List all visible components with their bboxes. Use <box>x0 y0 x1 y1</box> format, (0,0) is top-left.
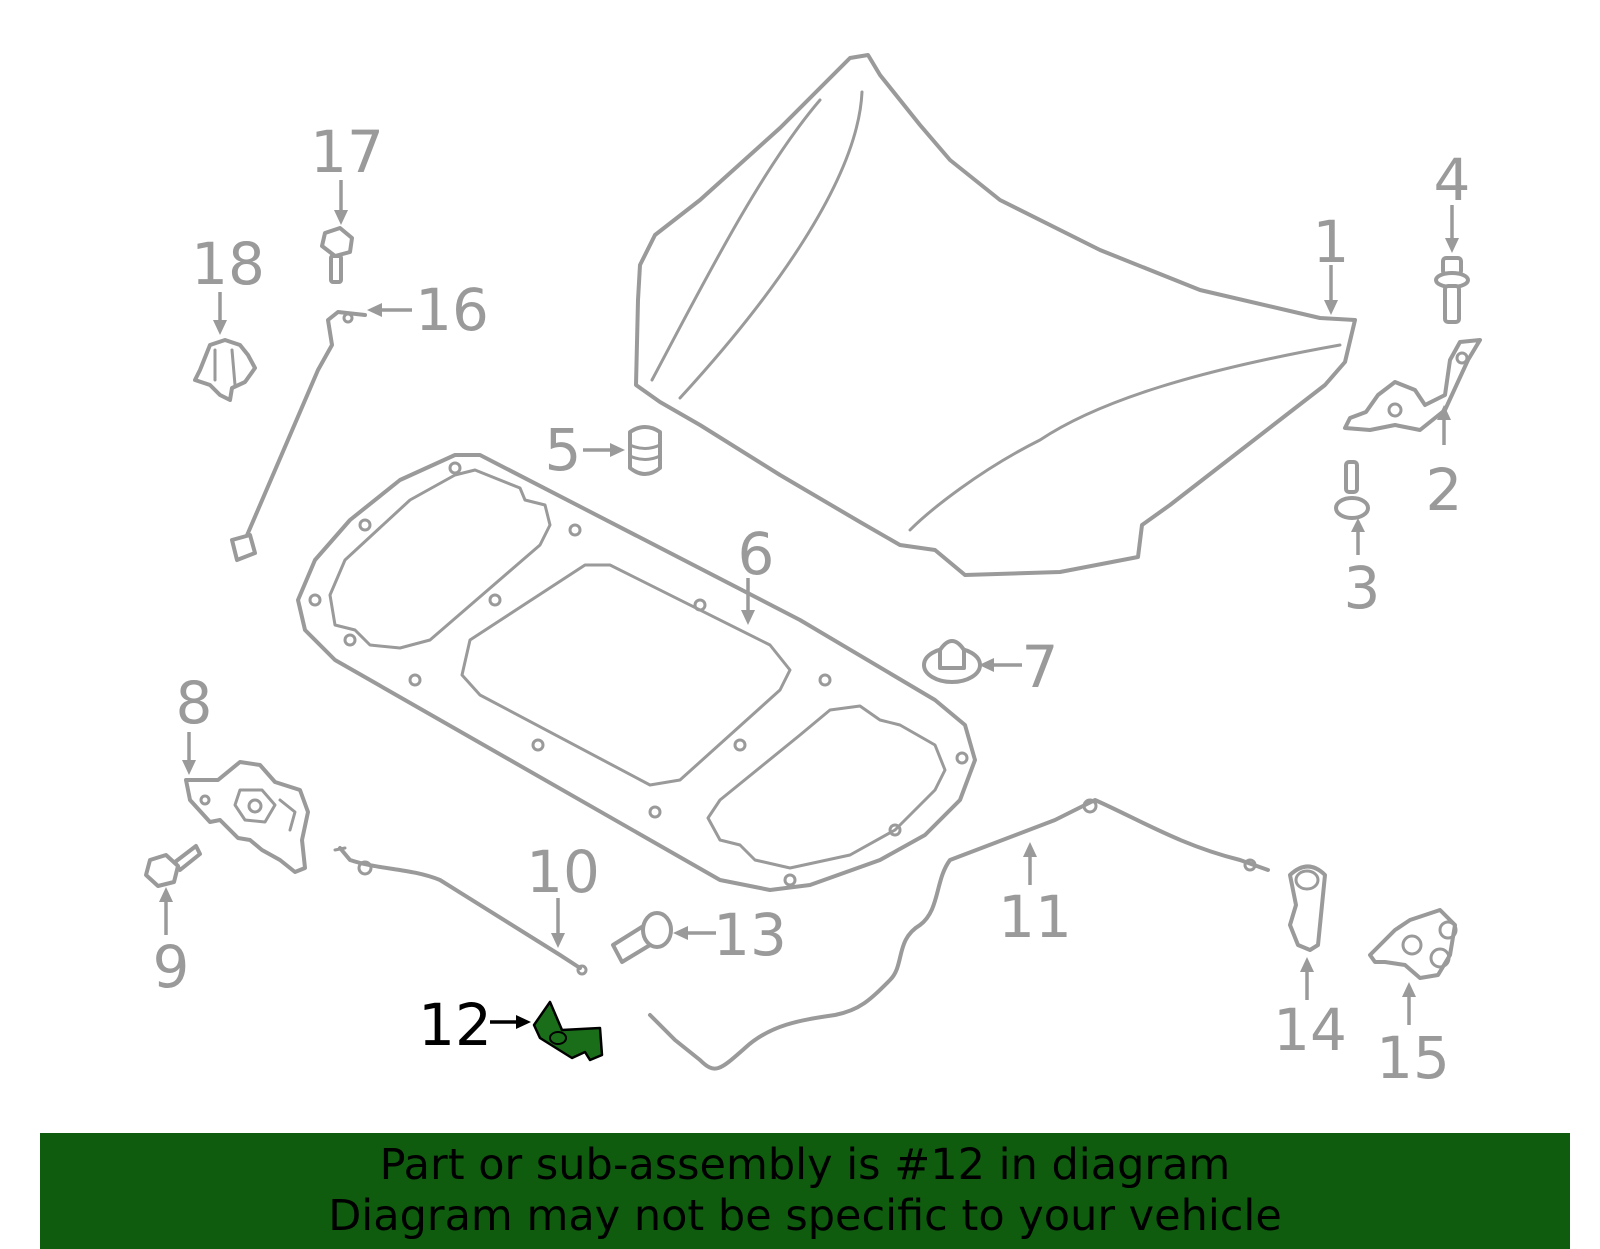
part-16-prop-rod[interactable] <box>230 310 367 562</box>
part-14-holder[interactable] <box>1288 864 1327 952</box>
callout-arrows <box>159 180 1459 1029</box>
parts-diagram: 1 2 3 4 5 6 7 8 9 10 11 12 13 14 15 16 1… <box>144 53 1482 1092</box>
callout-14: 14 <box>1273 996 1347 1064</box>
part-3-bolt[interactable] <box>1334 460 1370 520</box>
callout-13: 13 <box>713 901 787 969</box>
callout-16: 16 <box>415 276 489 344</box>
callout-12: 12 <box>418 991 492 1059</box>
callout-15: 15 <box>1376 1024 1450 1092</box>
part-9-bolt[interactable] <box>144 844 202 888</box>
callout-11: 11 <box>998 883 1072 951</box>
footer-line-2: Diagram may not be specific to your vehi… <box>328 1191 1282 1241</box>
footer-line-1: Part or sub-assembly is #12 in diagram <box>379 1140 1231 1190</box>
callout-4: 4 <box>1434 146 1471 214</box>
callout-2: 2 <box>1426 456 1463 524</box>
callout-10: 10 <box>526 838 600 906</box>
part-1-hood[interactable] <box>634 53 1357 577</box>
callout-6: 6 <box>738 520 775 588</box>
callout-18: 18 <box>191 230 265 298</box>
part-15-retainer[interactable] <box>1368 908 1458 980</box>
part-4-bolt[interactable] <box>1434 256 1470 324</box>
part-11-cable[interactable] <box>648 798 1270 1071</box>
callout-numbers: 1 2 3 4 5 6 7 8 9 10 11 12 13 14 15 16 1… <box>153 118 1471 1092</box>
part-12-bracket[interactable] <box>532 1000 604 1062</box>
part-17-bolt[interactable] <box>320 226 354 284</box>
part-18-clip[interactable] <box>193 338 257 402</box>
callout-1: 1 <box>1313 208 1350 276</box>
callout-8: 8 <box>176 669 213 737</box>
part-5-bumper[interactable] <box>628 425 662 476</box>
footer-banner: Part or sub-assembly is #12 in diagram D… <box>40 1133 1570 1249</box>
callout-5: 5 <box>545 416 582 484</box>
part-7-clip[interactable] <box>922 639 982 684</box>
callout-7: 7 <box>1022 633 1059 701</box>
part-8-latch[interactable] <box>184 760 310 874</box>
callout-9: 9 <box>153 933 190 1001</box>
part-10-cable[interactable] <box>333 846 588 976</box>
callout-17: 17 <box>310 118 384 186</box>
part-13-bolt[interactable] <box>611 911 673 964</box>
part-6-insulator[interactable] <box>296 453 977 892</box>
part-2-hinge[interactable] <box>1343 338 1482 432</box>
callout-3: 3 <box>1344 554 1381 622</box>
